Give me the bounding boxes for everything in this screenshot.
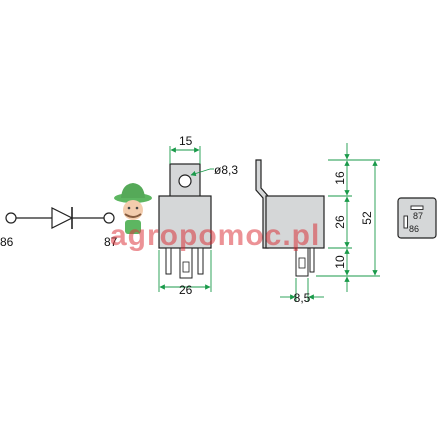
pin-slot-87 bbox=[410, 205, 424, 210]
pin-view-label-87: 87 bbox=[413, 211, 423, 221]
front-view: 15 ø8,3 26 bbox=[158, 134, 238, 297]
dim-label-10: 10 bbox=[333, 255, 347, 269]
relay-body-front bbox=[158, 195, 212, 249]
dim-label-26-front: 26 bbox=[179, 283, 193, 297]
pin-label-87: 87 bbox=[104, 235, 118, 249]
side-pin-hole bbox=[298, 257, 306, 269]
diode-schematic: 86 87 bbox=[0, 207, 118, 249]
side-pin-right bbox=[309, 247, 315, 273]
farmer-mascot-icon bbox=[114, 183, 152, 234]
front-pin-right bbox=[197, 247, 204, 275]
diode-icon bbox=[51, 207, 74, 229]
watermark-text: agropomoc.pl bbox=[110, 219, 320, 252]
terminal-87-circle bbox=[103, 212, 115, 224]
dim-label-8-5: 8,5 bbox=[294, 291, 311, 305]
dim-label-hole: ø8,3 bbox=[214, 163, 238, 177]
dim-label-52: 52 bbox=[360, 211, 374, 225]
mounting-hole bbox=[178, 174, 192, 188]
relay-body-side bbox=[265, 195, 325, 249]
front-pin-left bbox=[165, 247, 172, 275]
dim-label-16: 16 bbox=[333, 171, 347, 185]
watermark: agropomoc.pl bbox=[110, 183, 320, 252]
front-pin-center-hole bbox=[182, 261, 190, 273]
pin-label-86: 86 bbox=[0, 235, 14, 249]
hole-leader bbox=[190, 168, 211, 177]
pin-view: 87 86 bbox=[397, 197, 437, 239]
dim-label-15: 15 bbox=[179, 134, 193, 148]
terminal-86-circle bbox=[5, 212, 17, 224]
dim-label-26-side: 26 bbox=[333, 215, 347, 229]
pin-view-label-86: 86 bbox=[409, 224, 419, 234]
side-view: 16 26 10 52 8,5 bbox=[255, 143, 380, 305]
pin-slot-86 bbox=[403, 215, 408, 229]
